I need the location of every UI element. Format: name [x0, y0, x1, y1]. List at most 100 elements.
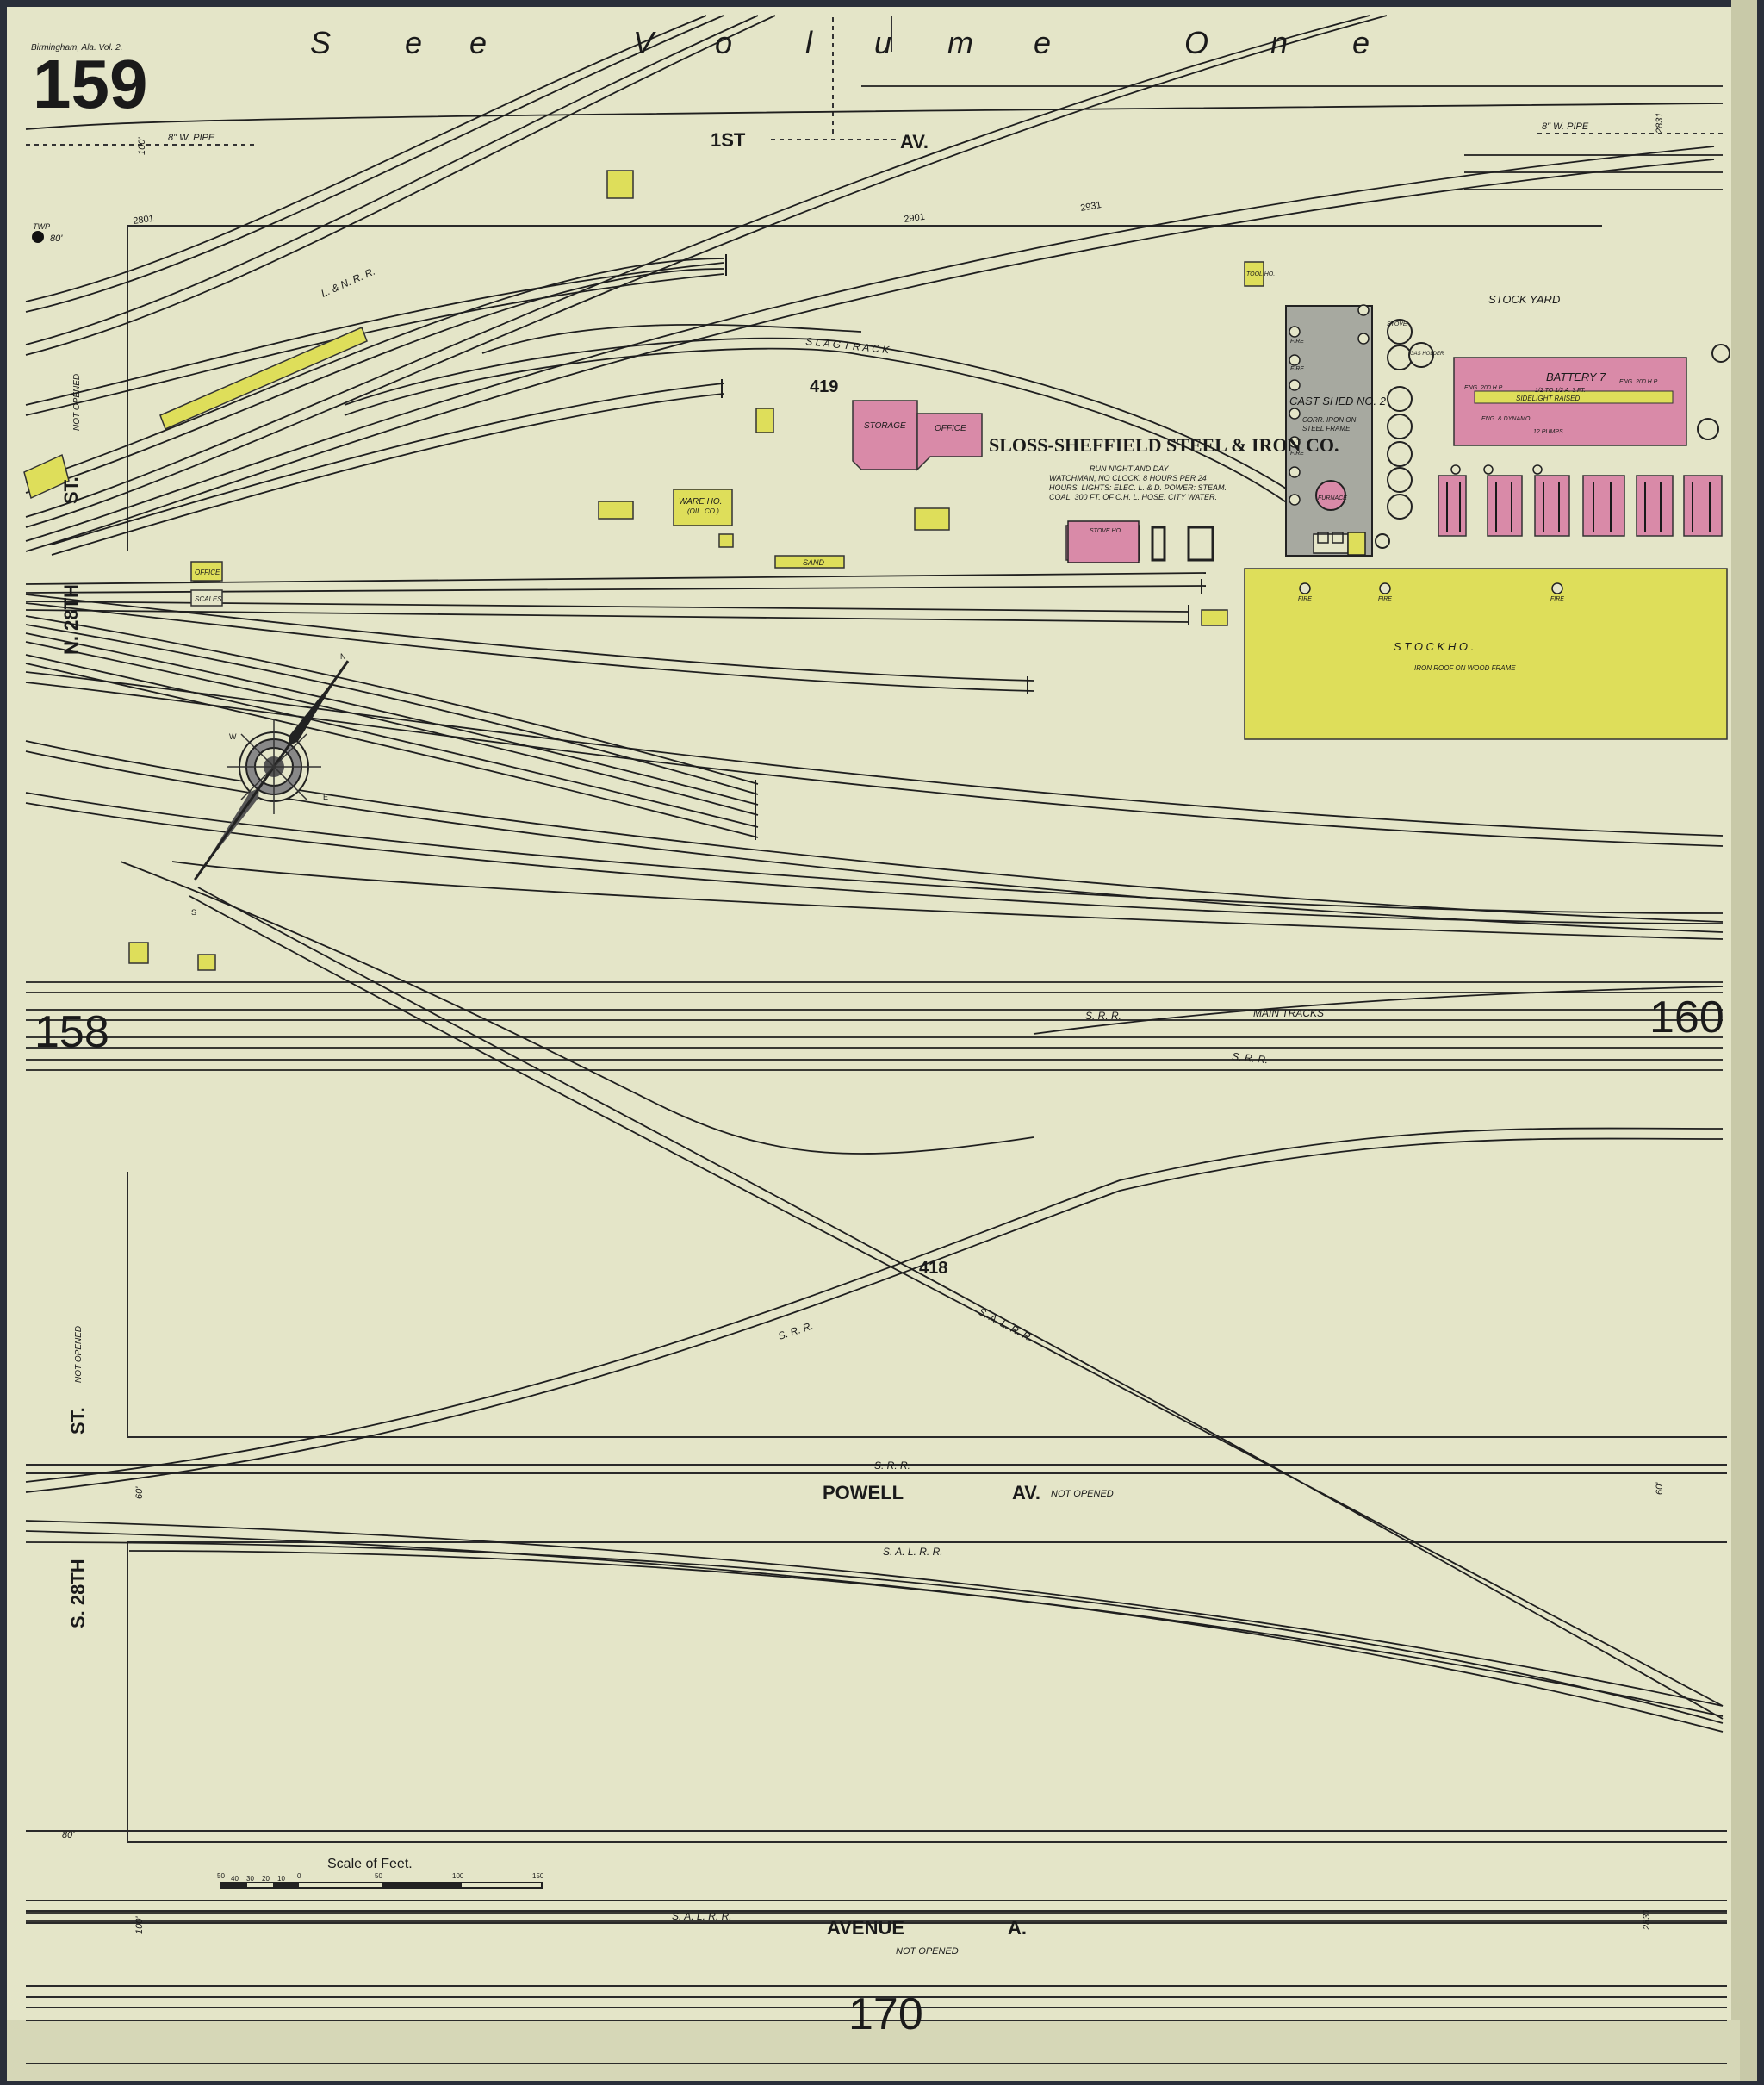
banner-letter: e [469, 25, 487, 60]
scale-tick: 20 [262, 1875, 270, 1883]
company-notes: RUN NIGHT AND DAY WATCHMAN, NO CLOCK. 8 … [1049, 464, 1227, 501]
addr-2831-avenue: 2831 [1642, 1909, 1652, 1931]
banner-letter: S [310, 25, 331, 60]
scale-bar [220, 1882, 543, 1889]
hydrant-label: FIRE [1290, 339, 1304, 345]
s28-st: ST. [67, 1407, 89, 1435]
cast-shed-label: CAST SHED NO. 2 [1289, 395, 1387, 408]
ware-ho-label: WARE HO. [679, 497, 722, 507]
scale-tick: 40 [231, 1875, 239, 1883]
gasholder-label: GAS HOLDER [1410, 352, 1444, 357]
storage-label: STORAGE [864, 421, 906, 431]
sand-label: SAND [803, 558, 825, 567]
banner-letter: n [1270, 25, 1288, 60]
small-frame [1347, 532, 1366, 556]
scale-tick: 100 [452, 1872, 464, 1880]
railroad-tracks [25, 15, 1727, 1922]
banner-letter: e [1034, 25, 1051, 60]
stove-house [1067, 520, 1214, 563]
stock-ho-sub: IRON ROOF ON WOOD FRAME [1414, 664, 1516, 672]
salrr-avenue-label: S. A. L. R. R. [672, 1910, 732, 1922]
office-small-label: OFFICE [195, 569, 220, 576]
powell-av: AV. [1012, 1482, 1040, 1503]
battery-label: BATTERY 7 [1546, 370, 1606, 383]
width-80-top: 80' [50, 233, 63, 244]
battery-note6: 12 PUMPS [1533, 429, 1563, 435]
hydrant-labels: FIRE FIRE FIRE FIRE FIRE FIRE [1290, 339, 1564, 602]
addr-2901: 2901 [904, 212, 926, 225]
avenue-a: A. [1008, 1917, 1027, 1939]
twp-label: TWP [33, 222, 50, 231]
width-60-powell-right: 60' [1655, 1482, 1665, 1495]
banner-letter: m [947, 25, 973, 60]
addr-2801: 2801 [133, 214, 155, 227]
pipe-left: 8" W. PIPE [168, 133, 215, 143]
pipe-lines [26, 17, 1723, 146]
frame-buildings [23, 170, 1728, 971]
width-80-bottom: 80' [62, 1830, 75, 1840]
company-note: COAL. 300 FT. OF C.H. L. HOSE. CITY WATE… [1049, 493, 1217, 501]
salrr-lower-label: S. A. L. R. R. [883, 1546, 943, 1558]
stock-yard-label: STOCK YARD [1488, 293, 1560, 306]
battery-sidelight [1474, 390, 1674, 404]
n28-name: N. 28TH [60, 584, 82, 655]
srr-main-label: S. R. R. [1085, 1010, 1121, 1022]
company-note: WATCHMAN, NO CLOCK. 8 HOURS PER 24 [1049, 474, 1207, 482]
ware-ho-sub: (OIL. CO.) [687, 507, 719, 515]
coke-ovens [1446, 482, 1711, 532]
scales-box [190, 589, 223, 607]
binding-edge [1731, 0, 1757, 2081]
cast-shed-note1: CORR. IRON ON [1302, 416, 1356, 424]
width-60-powell-left: 60' [134, 1486, 145, 1499]
scale-tick: 10 [277, 1875, 285, 1883]
scale-tick: 50 [375, 1872, 382, 1880]
office-small-box [190, 561, 223, 582]
compass-s: S [191, 908, 196, 917]
adjacent-sheet-left: 158 [34, 1007, 109, 1057]
battery-note4: SIDELIGHT RAISED [1516, 395, 1580, 402]
compass-n: N [340, 652, 346, 661]
track-stops [721, 254, 1202, 840]
hydrant-label: FIRE [1290, 451, 1304, 457]
scales-label: SCALES [195, 595, 222, 603]
scale-house [1317, 532, 1329, 544]
stoves [1375, 319, 1730, 549]
hydrant-label: FIRE [1550, 596, 1564, 602]
pipe-right: 8" W. PIPE [1542, 121, 1589, 132]
battery-note1: ENG. 200 H.P. [1464, 385, 1503, 391]
compass-e: E [323, 793, 328, 801]
powell-not-opened: NOT OPENED [1051, 1489, 1114, 1499]
compass-letters: N S E W [191, 652, 346, 917]
page-number: 159 [33, 46, 147, 122]
furnace [1315, 480, 1346, 511]
width-100-top: 100' [137, 137, 147, 155]
scale-ticks: 50 40 30 20 10 0 50 100 150 [217, 1872, 544, 1883]
scale-title: Scale of Feet. [327, 1857, 413, 1871]
scale-tick: 0 [297, 1872, 301, 1880]
srr-mid-label: S. R. R. [1232, 1050, 1269, 1066]
powell-name: POWELL [823, 1482, 904, 1503]
n28-not-opened: NOT OPENED [72, 374, 82, 431]
first-av-right: AV. [900, 131, 929, 152]
paper-sheet [7, 7, 1740, 2075]
avenue-name: AVENUE [827, 1917, 904, 1939]
hydrant-label: FIRE [1290, 366, 1304, 372]
company-name: SLOSS-SHEFFIELD STEEL & IRON CO. [989, 434, 1339, 456]
banner-letter: o [715, 25, 732, 60]
stove-ho-label: STOVE HO. [1090, 528, 1122, 534]
scale-tick: 30 [246, 1875, 254, 1883]
company-note: HOURS. LIGHTS: ELEC. L. & D. POWER: STEA… [1049, 483, 1227, 492]
cast-shed [1285, 305, 1373, 557]
battery-note3: ENG. 200 H.P. [1619, 379, 1658, 385]
banner-letter: e [1352, 25, 1370, 60]
header-note: Birmingham, Ala. Vol. 2. [31, 43, 123, 53]
s28-name: S. 28TH [67, 1559, 89, 1628]
tank-dot [32, 231, 44, 243]
stove-label: STOVE [1387, 321, 1407, 327]
width-100-bottom: 100' [134, 1916, 145, 1934]
srr-powell-label: S. R. R. [874, 1460, 910, 1472]
main-tracks-label: MAIN TRACKS [1253, 1007, 1324, 1019]
office-label: OFFICE [935, 424, 966, 433]
stock-ho-label: S T O C K H O . [1394, 640, 1474, 653]
